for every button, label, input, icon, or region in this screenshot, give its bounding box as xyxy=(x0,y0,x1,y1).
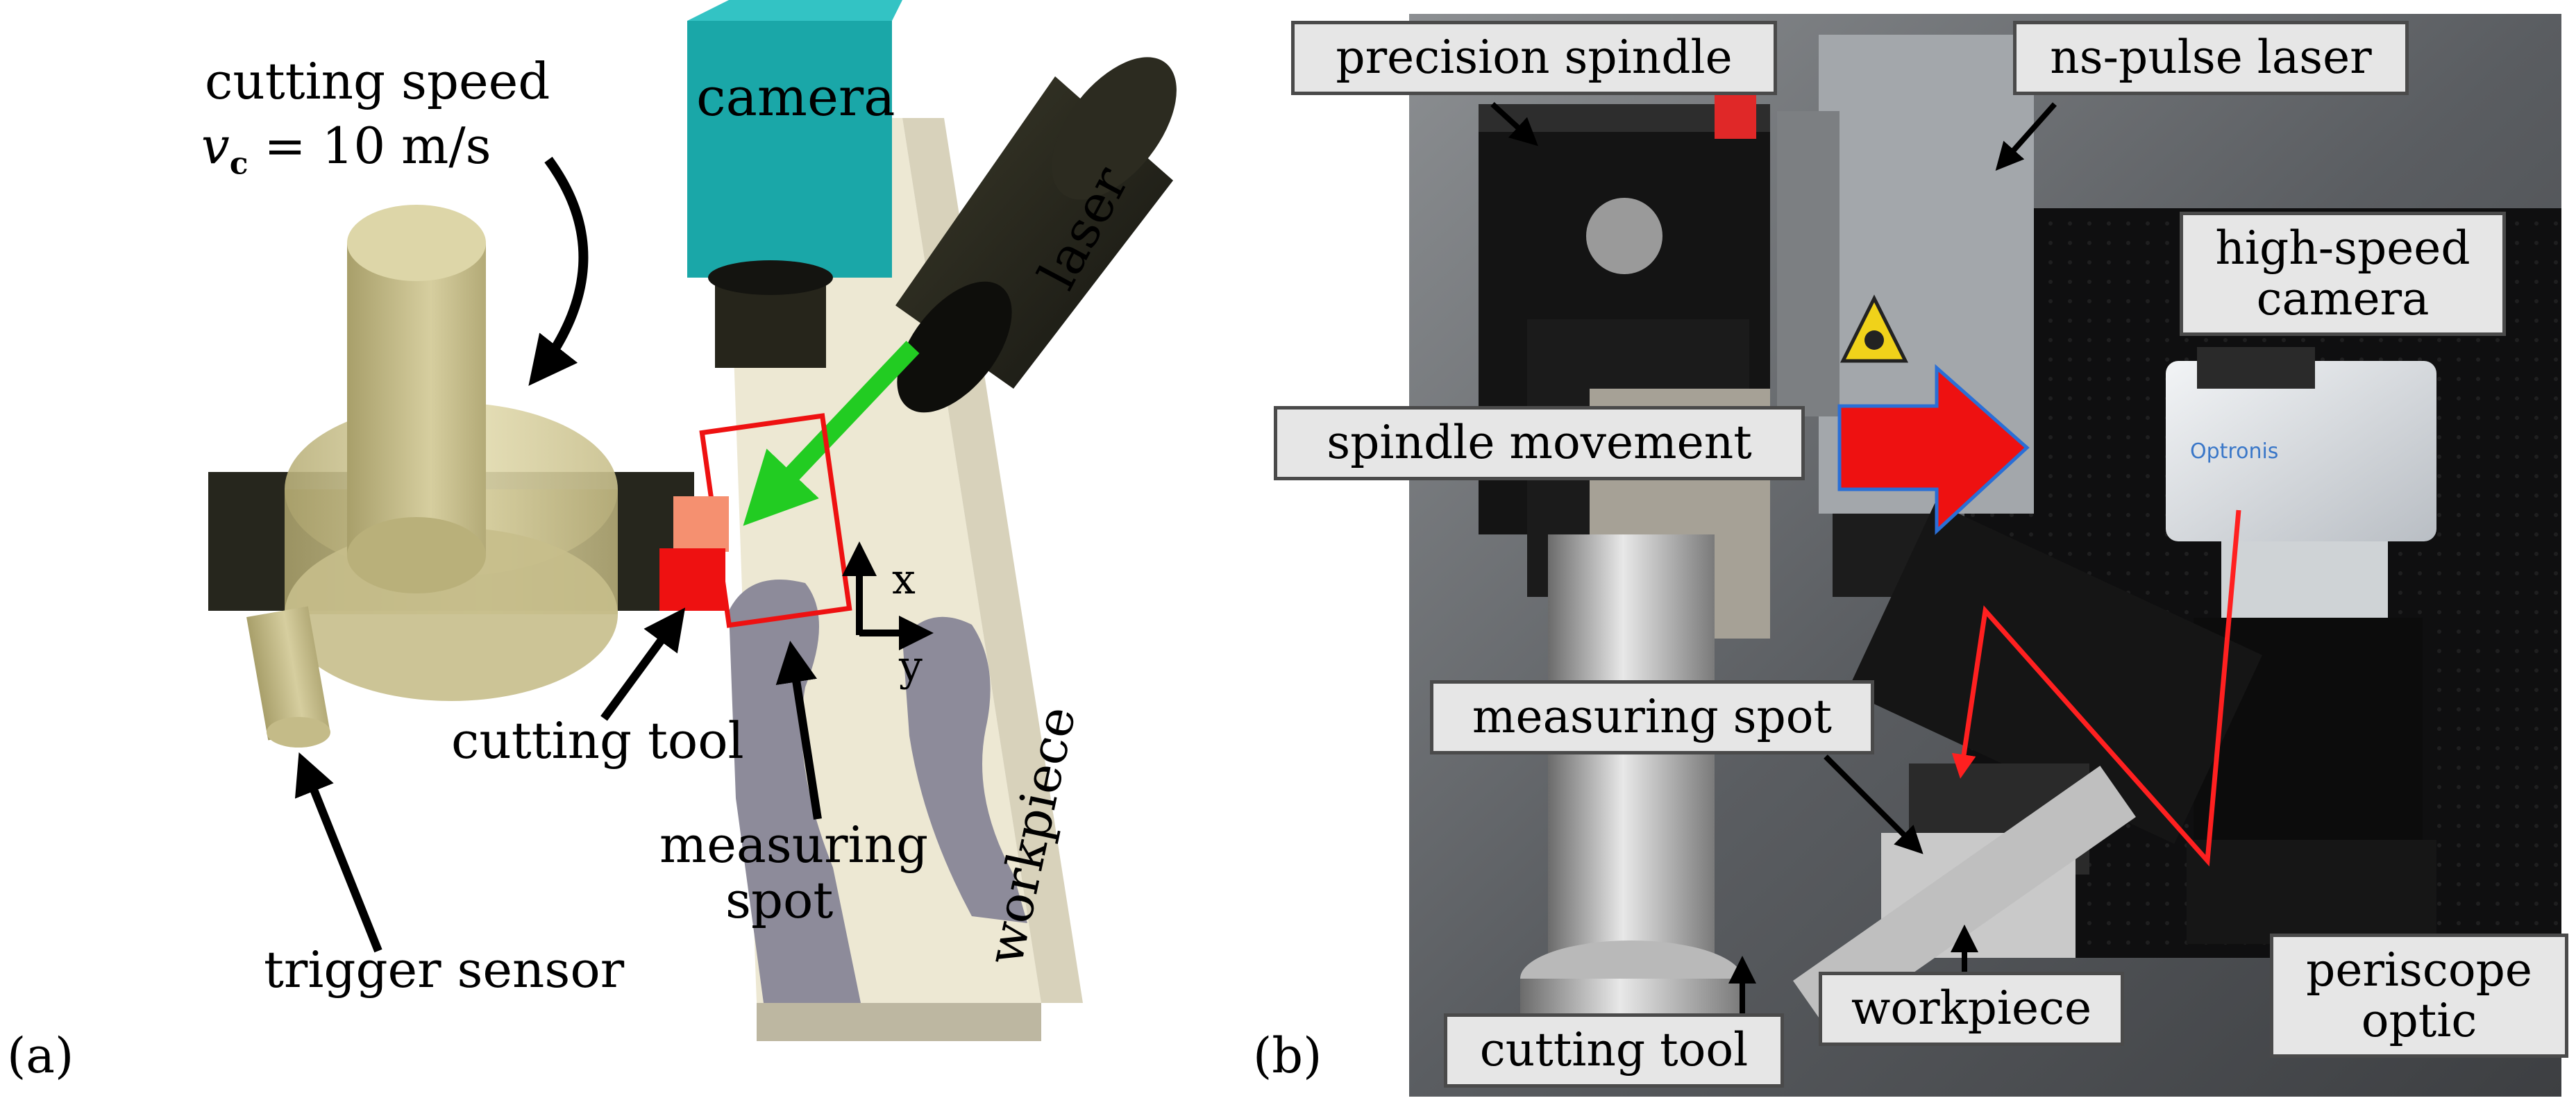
cutting-tool-3d xyxy=(659,548,725,611)
axis-x-label: x xyxy=(892,555,916,604)
high-speed-camera-label: high-speed camera xyxy=(2180,212,2506,337)
precision-spindle-arrow xyxy=(1490,102,1538,146)
measuring-spot-label-line2: spot xyxy=(725,871,834,929)
high-speed-camera-photo: Optronis xyxy=(2166,347,2436,944)
measuring-spot-arrow-b xyxy=(1824,754,1923,854)
cutting-tool-label-b: cutting tool xyxy=(1444,1013,1784,1088)
axis-y-label: y xyxy=(899,642,923,691)
periscope-optic-label-line2: optic xyxy=(2361,993,2477,1047)
periscope-photo xyxy=(1793,503,2263,1032)
panel-a xyxy=(208,0,1177,1041)
periscope-optic-label-line1: periscope xyxy=(2306,943,2532,997)
cutting-speed-variable: v xyxy=(201,117,230,175)
trigger-sensor-label: trigger sensor xyxy=(264,940,625,999)
precision-spindle-label: precision spindle xyxy=(1291,21,1777,95)
rotation-arrow xyxy=(528,156,589,387)
panel-a-label: (a) xyxy=(7,1027,74,1084)
camera-3d xyxy=(687,0,902,368)
workpiece-label-b: workpiece xyxy=(1819,972,2124,1046)
periscope-optic-label: periscope optic xyxy=(2270,934,2568,1058)
spindle-3d xyxy=(285,205,618,701)
spindle-movement-arrow xyxy=(1837,364,2030,535)
spindle-movement-label: spindle movement xyxy=(1274,406,1805,480)
cutting-tool-label: cutting tool xyxy=(451,711,744,770)
ns-pulse-laser-arrow xyxy=(1995,102,2057,171)
camera-label: camera xyxy=(696,66,895,128)
laser-3d xyxy=(895,57,1177,413)
cutting-speed-number: = 10 m/s xyxy=(264,117,491,175)
high-speed-camera-label-line1: high-speed xyxy=(2215,221,2470,275)
laser-beam xyxy=(743,341,920,526)
camera-brand-text: Optronis xyxy=(2190,439,2278,464)
ns-pulse-laser-label: ns-pulse laser xyxy=(2013,21,2409,95)
panel-b: Optronis xyxy=(1409,14,2561,1097)
measuring-spot-label-b: measuring spot xyxy=(1430,680,1874,754)
cutting-speed-subscript: c xyxy=(229,146,249,182)
trigger-sensor-arrow xyxy=(294,752,382,953)
panel-b-label: (b) xyxy=(1253,1027,1322,1084)
trigger-sensor-3d xyxy=(246,606,330,748)
beam-path xyxy=(1951,509,2241,867)
cutting-speed-label: cutting speed xyxy=(205,52,550,110)
cutting-tool-arrow xyxy=(600,607,686,721)
coordinate-axes xyxy=(842,541,934,650)
measuring-spot-arrow xyxy=(775,641,822,820)
high-speed-camera-label-line2: camera xyxy=(2256,271,2430,326)
measuring-spot-label-line1: measuring xyxy=(659,816,929,874)
cutting-speed-value: vc = 10 m/s xyxy=(201,117,491,181)
